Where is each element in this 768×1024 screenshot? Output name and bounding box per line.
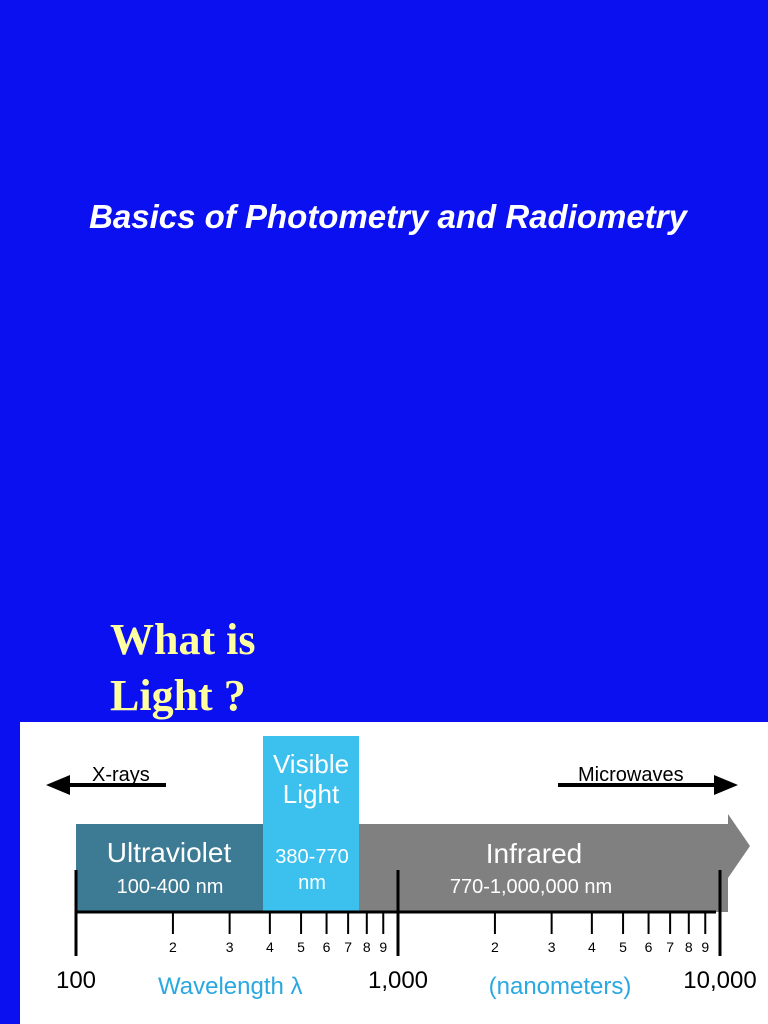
axis-label-10000: 10,000 [683, 967, 756, 994]
question-line-2: Light ? [110, 671, 246, 720]
slide-title: Basics of Photometry and Radiometry [89, 198, 687, 235]
question-heading: What is Light ? [110, 612, 255, 724]
axis-label-100: 100 [56, 967, 96, 994]
axis-minor-label: 7 [666, 939, 674, 955]
question-line-1: What is [110, 615, 256, 664]
ultraviolet-range: 100-400 nm [117, 876, 224, 898]
spectrum-diagram: X-rays Microwaves Visible Light 380-770 … [20, 722, 768, 1024]
axis-label-1000: 1,000 [368, 967, 428, 994]
axis-minor-label: 5 [619, 939, 627, 955]
axis-minor-label: 2 [169, 939, 177, 955]
axis-minor-label: 3 [226, 939, 234, 955]
wavelength-caption: Wavelength λ [158, 973, 303, 1000]
visible-label-line2: Light [283, 779, 340, 809]
axis-minor-label: 9 [379, 939, 387, 955]
visible-band [263, 736, 359, 912]
axis-minor-label: 5 [297, 939, 305, 955]
visible-range-line1: 380-770 [275, 846, 348, 868]
xrays-label: X-rays [92, 764, 150, 786]
visible-label-line1: Visible [273, 749, 349, 779]
visible-range-line2: nm [298, 872, 326, 894]
ultraviolet-label: Ultraviolet [107, 837, 232, 868]
infrared-label: Infrared [486, 838, 583, 869]
spectrum-svg: X-rays Microwaves Visible Light 380-770 … [46, 736, 757, 1000]
infrared-band [358, 814, 750, 912]
ultraviolet-band [76, 824, 268, 912]
axis-minor-label: 9 [701, 939, 709, 955]
microwaves-arrow-head [714, 775, 738, 795]
axis-minor-label: 8 [363, 939, 371, 955]
axis-minor-label: 8 [685, 939, 693, 955]
axis-minor-label: 4 [266, 939, 274, 955]
axis-minor-label: 6 [323, 939, 331, 955]
axis-minor-label: 4 [588, 939, 596, 955]
axis-minor-label: 6 [645, 939, 653, 955]
microwaves-label: Microwaves [578, 764, 684, 786]
axis-minor-label: 3 [548, 939, 556, 955]
axis-minor-label: 7 [344, 939, 352, 955]
xrays-arrow-head [46, 775, 70, 795]
axis-minor-label: 2 [491, 939, 499, 955]
infrared-range: 770-1,000,000 nm [450, 876, 612, 898]
units-caption: (nanometers) [489, 973, 632, 1000]
